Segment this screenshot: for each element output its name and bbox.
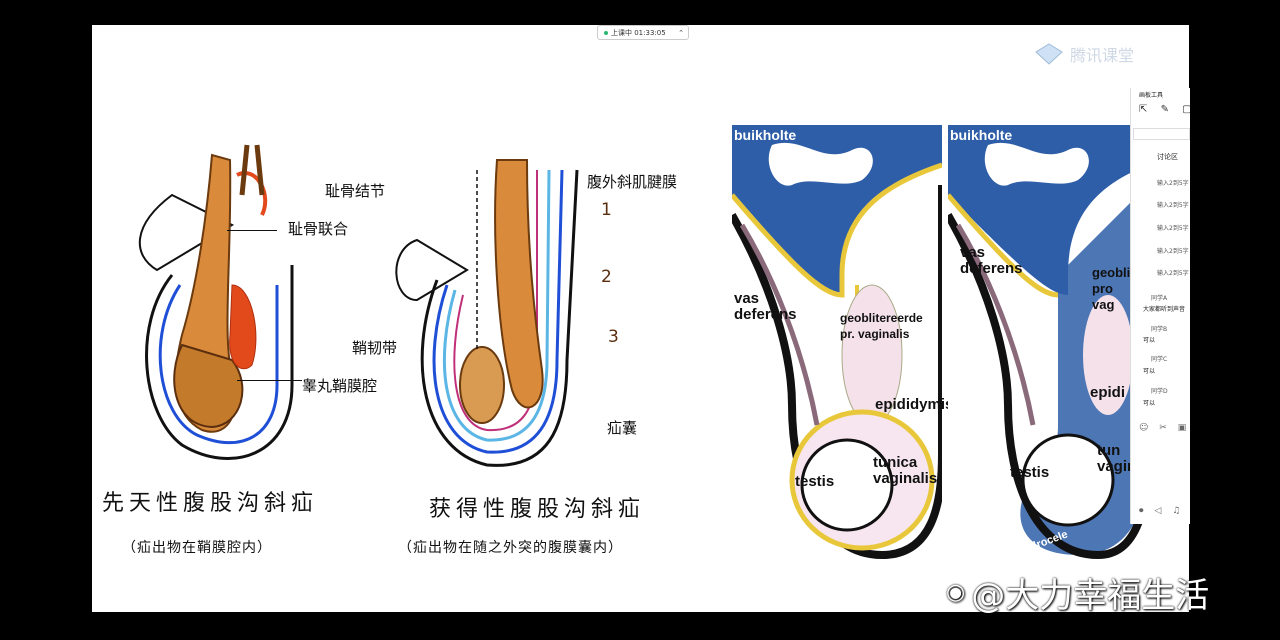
label-hernia-sac: 疝囊 — [607, 419, 638, 437]
message-text: 可以 — [1143, 337, 1156, 344]
mic-icon[interactable]: ⏺ — [1139, 506, 1144, 516]
message-name: 同学B — [1151, 326, 1168, 333]
label-obliterated-processus: geoblitereerde pr. vaginalis — [840, 311, 923, 341]
label-vas-deferens-2: vas deferens — [960, 244, 1023, 277]
pointer-icon[interactable]: ⇱ — [1139, 104, 1148, 115]
subcaption-congenital: （疝出物在鞘膜腔内） — [122, 540, 272, 556]
label-testis: testis — [795, 473, 835, 490]
label-epididymis: epididymis — [875, 396, 954, 413]
watermark-text: 腾讯课堂 — [1070, 46, 1135, 65]
number-3: 3 — [608, 327, 619, 347]
label-obliterated-2: geobli pro vag — [1092, 265, 1131, 312]
side-panel: 画板工具 ⇱ ✎ ▢ 讨论区 输入2到5字 输入2到5字 输入2到5字 输入2到… — [1130, 88, 1190, 524]
pen-icon[interactable]: ✎ — [1160, 104, 1169, 115]
label-epididymis-2: epidi — [1090, 384, 1126, 401]
message-text: 大家都听到声音 — [1143, 306, 1186, 313]
message-name: 同学D — [1151, 388, 1168, 395]
label-gubernaculum: 鞘韧带 — [352, 339, 398, 357]
panel-title: 画板工具 — [1139, 92, 1164, 99]
caption-acquired: 获得性腹股沟斜疝 — [429, 497, 646, 522]
acquired-hernia-illustration — [395, 159, 579, 467]
panel-item[interactable]: 输入2到5字 — [1157, 225, 1189, 232]
music-icon[interactable]: ♫ — [1172, 506, 1181, 516]
number-2: 2 — [601, 267, 612, 287]
message-text: 可以 — [1143, 368, 1156, 375]
tencent-classroom-logo-icon — [1035, 43, 1063, 65]
subcaption-acquired: （疝出物在随之外突的腹膜囊内） — [398, 540, 623, 556]
label-buikholte-2: buikholte — [950, 127, 1013, 143]
emoji-icon[interactable]: ☺ — [1139, 423, 1149, 433]
leader-line — [237, 380, 302, 381]
label-testis-2: testis — [1010, 464, 1050, 481]
number-1: 1 — [601, 200, 612, 220]
leader-line — [227, 230, 277, 231]
class-timer-pill[interactable]: 上课中 01:33:05 ⌃ — [597, 25, 689, 40]
watermark-bottom: ◉ @大力幸福生活 — [946, 568, 1209, 617]
label-vas-deferens: vas deferens — [734, 290, 797, 323]
label-tunica-vaginalis: tunica vaginalis — [873, 454, 938, 487]
label-tunica-2: tun vagir — [1097, 442, 1133, 475]
weibo-logo-icon: ◉ — [946, 580, 966, 605]
label-pubic-symphysis: 耻骨联合 — [288, 220, 349, 238]
normal-processus-diagram — [732, 125, 942, 565]
discussion-title: 讨论区 — [1157, 153, 1178, 161]
watermark-bottom-text: @大力幸福生活 — [971, 576, 1210, 616]
panel-item[interactable]: 输入2到5字 — [1157, 248, 1189, 255]
toolbar-icons: ⇱ ✎ ▢ — [1139, 104, 1190, 115]
caption-congenital: 先天性腹股沟斜疝 — [102, 491, 319, 516]
label-external-oblique: 腹外斜肌腱膜 — [587, 173, 678, 191]
rect-icon[interactable]: ▢ — [1182, 104, 1190, 115]
hydrocele-diagram — [948, 125, 1148, 565]
congenital-hernia-illustration — [138, 144, 294, 460]
panel-item[interactable]: 输入2到5字 — [1157, 270, 1189, 277]
chevron-up-icon[interactable]: ⌃ — [678, 28, 684, 37]
scissors-icon[interactable]: ✂ — [1159, 423, 1167, 433]
class-timer-text: 上课中 01:33:05 — [611, 28, 666, 37]
watermark-tencent: 腾讯课堂 — [1034, 42, 1134, 66]
image-icon[interactable]: ▣ — [1177, 423, 1187, 433]
speaker-icon[interactable]: ◁ — [1154, 506, 1162, 516]
search-input[interactable] — [1133, 128, 1190, 140]
label-pubic-tubercle: 耻骨结节 — [325, 182, 386, 200]
label-buikholte: buikholte — [734, 127, 797, 143]
panel-item[interactable]: 输入2到5字 — [1157, 180, 1189, 187]
panel-item[interactable]: 输入2到5字 — [1157, 202, 1189, 209]
message-text: 可以 — [1143, 400, 1156, 407]
panel-footer: ⏺ ◁ ♫ — [1139, 506, 1180, 516]
panel-actions: ☺ ✂ ▣ — [1139, 423, 1186, 433]
message-name: 同学C — [1151, 356, 1168, 363]
label-tunica-cavity: 睾丸鞘膜腔 — [302, 377, 378, 395]
live-dot-icon — [604, 30, 608, 35]
message-name: 同学A — [1151, 295, 1168, 302]
slide-canvas: 耻骨联合 耻骨结节 腹外斜肌腱膜 1 2 3 鞘韧带 睾丸鞘膜腔 疝囊 先天性腹… — [92, 25, 1189, 612]
